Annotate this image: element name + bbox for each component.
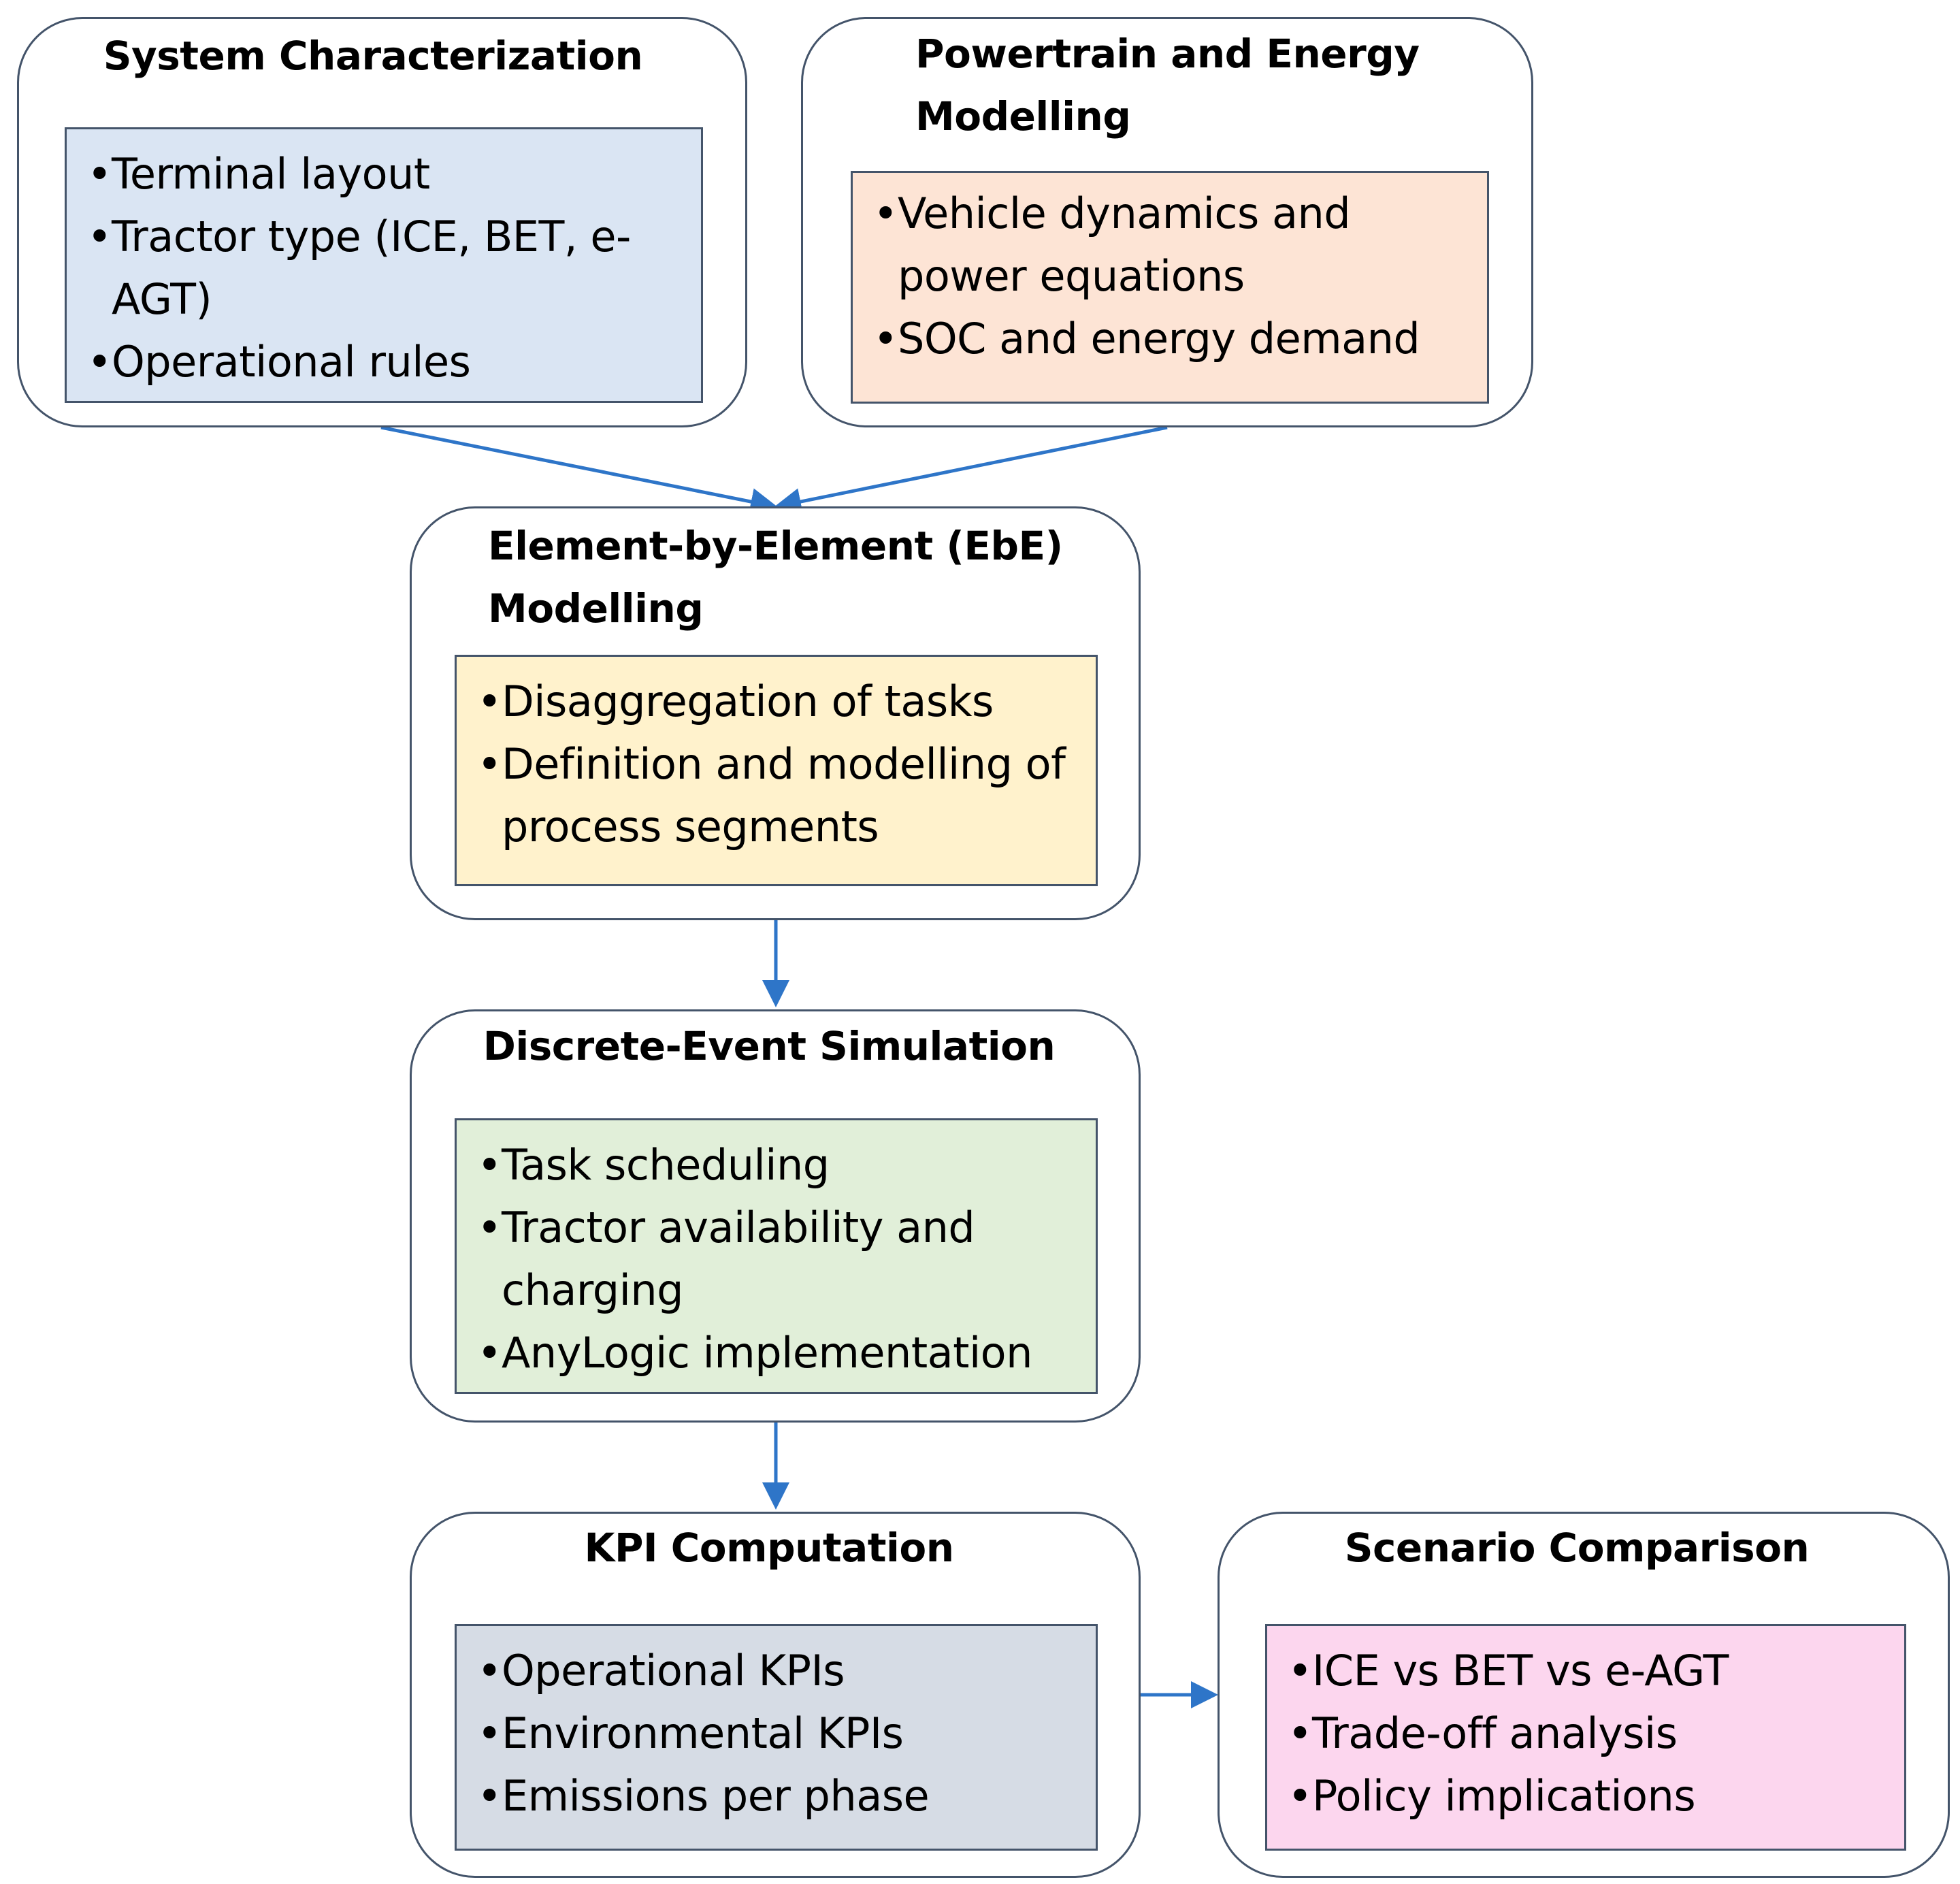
list-item-text: SOC and energy demand (898, 314, 1420, 363)
list-item: •Policy implications (1288, 1765, 1880, 1828)
scenario-comparison-box: Scenario Comparison •ICE vs BET vs e-AGT… (1218, 1512, 1950, 1878)
list-item-text: AnyLogic implementation (502, 1328, 1032, 1378)
bullet-icon: • (87, 337, 112, 387)
bullet-icon: • (1288, 1708, 1313, 1758)
scenario-comparison-list: •ICE vs BET vs e-AGT •Trade-off analysis… (1288, 1640, 1880, 1828)
bullet-icon: • (1288, 1771, 1313, 1821)
list-item: •SOC and energy demand (873, 308, 1465, 370)
list-item: •Tractor type (ICE, BET, e-AGT) (87, 206, 672, 331)
kpi-computation-list: •Operational KPIs •Environmental KPIs •E… (477, 1640, 1069, 1828)
bullet-icon: • (477, 1771, 502, 1821)
kpi-computation-details: •Operational KPIs •Environmental KPIs •E… (455, 1624, 1098, 1851)
list-item-text: Terminal layout (112, 149, 430, 199)
bullet-icon: • (873, 314, 898, 363)
ebe-modelling-list: •Disaggregation of tasks •Definition and… (477, 670, 1069, 858)
arrow-system-to-ebe (380, 425, 778, 515)
bullet-icon: • (873, 189, 898, 238)
list-item: •Emissions per phase (477, 1765, 1069, 1828)
system-characterization-title: System Characterization (103, 33, 643, 79)
scenario-comparison-title: Scenario Comparison (1344, 1525, 1810, 1571)
list-item-text: Tractor availability and charging (502, 1203, 975, 1315)
bullet-icon: • (1288, 1646, 1313, 1695)
powertrain-energy-details: •Vehicle dynamics and power equations •S… (851, 171, 1489, 404)
kpi-computation-title: KPI Computation (584, 1525, 955, 1571)
system-characterization-details: •Terminal layout •Tractor type (ICE, BET… (65, 127, 703, 403)
list-item-text: Environmental KPIs (502, 1708, 904, 1758)
bullet-icon: • (87, 149, 112, 199)
list-item-text: Trade-off analysis (1312, 1708, 1678, 1758)
list-item: •AnyLogic implementation (477, 1322, 1069, 1384)
system-characterization-list: •Terminal layout •Tractor type (ICE, BET… (87, 143, 672, 393)
ebe-modelling-box: Element-by-Element (EbE) Modelling •Disa… (410, 506, 1141, 920)
ebe-modelling-title: Element-by-Element (EbE) Modelling (488, 523, 1063, 632)
arrow-powertrain-to-ebe (774, 425, 1168, 515)
system-characterization-box: System Characterization •Terminal layout… (17, 17, 747, 427)
list-item: •Task scheduling (477, 1134, 1069, 1197)
bullet-icon: • (477, 1646, 502, 1695)
bullet-icon: • (477, 739, 502, 789)
list-item-text: Emissions per phase (502, 1771, 930, 1821)
list-item-text: Disaggregation of tasks (502, 677, 994, 726)
list-item: •Disaggregation of tasks (477, 670, 1069, 733)
bullet-icon: • (477, 1708, 502, 1758)
discrete-event-simulation-box: Discrete-Event Simulation •Task scheduli… (410, 1009, 1141, 1423)
kpi-computation-box: KPI Computation •Operational KPIs •Envir… (410, 1512, 1141, 1878)
powertrain-energy-box: Powertrain and Energy Modelling •Vehicle… (801, 17, 1533, 427)
list-item: •Operational rules (87, 331, 672, 393)
list-item-text: ICE vs BET vs e-AGT (1312, 1646, 1729, 1695)
list-item: •ICE vs BET vs e-AGT (1288, 1640, 1880, 1702)
bullet-icon: • (477, 677, 502, 726)
list-item-text: Operational rules (112, 337, 471, 387)
list-item: •Trade-off analysis (1288, 1702, 1880, 1765)
list-item: •Environmental KPIs (477, 1702, 1069, 1765)
discrete-event-simulation-details: •Task scheduling •Tractor availability a… (455, 1118, 1098, 1394)
powertrain-energy-list: •Vehicle dynamics and power equations •S… (873, 182, 1465, 370)
list-item-text: Tractor type (ICE, BET, e-AGT) (112, 212, 631, 324)
list-item: •Tractor availability and charging (477, 1197, 1069, 1322)
list-item-text: Policy implications (1312, 1771, 1696, 1821)
list-item-text: Vehicle dynamics and power equations (898, 189, 1351, 301)
list-item-text: Task scheduling (502, 1140, 830, 1190)
list-item: •Operational KPIs (477, 1640, 1069, 1702)
discrete-event-simulation-title: Discrete-Event Simulation (483, 1023, 1056, 1069)
bullet-icon: • (87, 212, 112, 261)
list-item: •Terminal layout (87, 143, 672, 206)
bullet-icon: • (477, 1328, 502, 1378)
list-item-text: Operational KPIs (502, 1646, 845, 1695)
bullet-icon: • (477, 1203, 502, 1252)
list-item-text: Definition and modelling of process segm… (502, 739, 1066, 851)
bullet-icon: • (477, 1140, 502, 1190)
discrete-event-simulation-list: •Task scheduling •Tractor availability a… (477, 1134, 1069, 1384)
list-item: •Definition and modelling of process seg… (477, 733, 1069, 858)
ebe-modelling-details: •Disaggregation of tasks •Definition and… (455, 655, 1098, 886)
list-item: •Vehicle dynamics and power equations (873, 182, 1465, 308)
scenario-comparison-details: •ICE vs BET vs e-AGT •Trade-off analysis… (1265, 1624, 1906, 1851)
powertrain-energy-title: Powertrain and Energy Modelling (915, 31, 1420, 140)
